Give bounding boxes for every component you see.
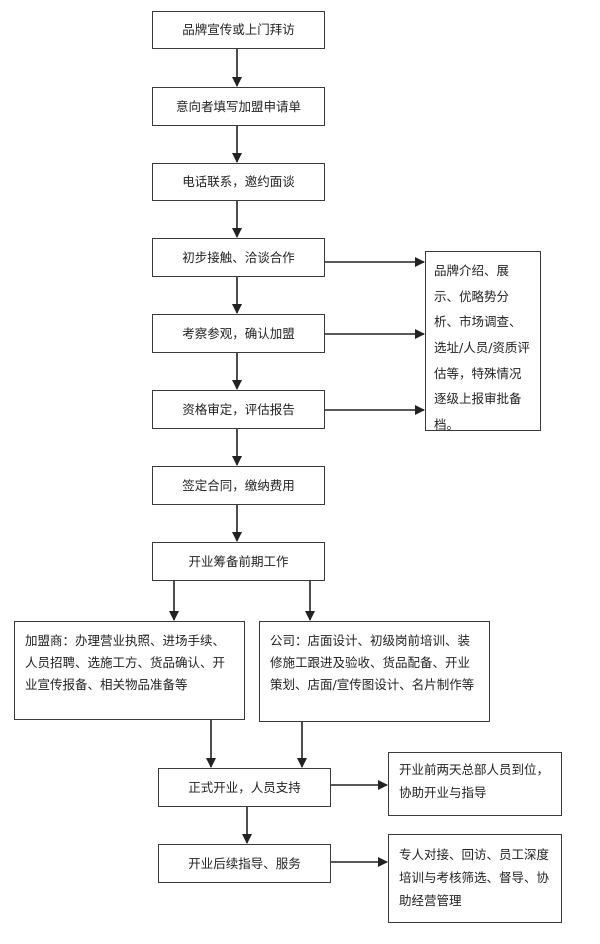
note-follow-up-services: 专人对接、回访、员工深度培训与考核筛选、督导、协助经营管理 — [388, 834, 562, 923]
note-evaluation: 品牌介绍、展示、优略势分析、市场调查、选址/人员/资质评估等，特殊情况逐级上报审… — [425, 251, 541, 432]
step-application-form: 意向者填写加盟申请单 — [152, 87, 325, 126]
step-initial-contact: 初步接触、洽谈合作 — [152, 238, 325, 277]
step-brand-promotion: 品牌宣传或上门拜访 — [152, 11, 325, 49]
step-follow-up: 开业后续指导、服务 — [158, 844, 331, 883]
note-franchisee-tasks: 加盟商：办理营业执照、进场手续、人员招聘、选施工方、货品确认、开业宣传报备、相关… — [14, 621, 245, 720]
note-opening-support: 开业前两天总部人员到位，协助开业与指导 — [388, 752, 562, 816]
step-qualification-review: 资格审定，评估报告 — [152, 390, 325, 429]
step-pre-opening: 开业筹备前期工作 — [152, 542, 325, 581]
step-site-visit: 考察参观，确认加盟 — [152, 314, 325, 353]
step-grand-opening: 正式开业，人员支持 — [158, 768, 331, 807]
step-sign-contract: 签定合同，缴纳费用 — [152, 466, 325, 505]
note-company-tasks: 公司：店面设计、初级岗前培训、装修施工跟进及验收、货品配备、开业策划、店面/宣传… — [259, 621, 490, 722]
step-phone-contact: 电话联系，邀约面谈 — [152, 163, 325, 201]
